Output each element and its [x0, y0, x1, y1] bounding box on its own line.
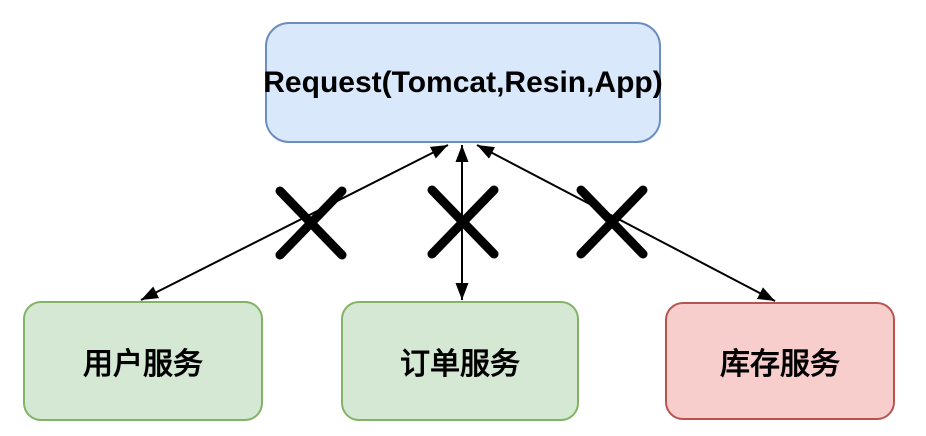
node-order-service: 订单服务 [341, 301, 579, 421]
x-mark-inventory-service-edge [576, 185, 648, 259]
edge-request-to-user-service [140, 144, 449, 301]
node-order-service-label: 订单服务 [400, 348, 520, 381]
x-mark-order-service-edge [427, 185, 499, 259]
node-user-service-label: 用户服务 [83, 348, 203, 381]
node-inventory-service-label: 库存服务 [720, 348, 840, 381]
node-request: Request(Tomcat,Resin,App) [263, 22, 663, 143]
edge-request-to-inventory-service [476, 144, 776, 302]
node-user-service: 用户服务 [23, 301, 263, 421]
x-mark-user-service-edge [275, 186, 347, 260]
node-inventory-service: 库存服务 [665, 302, 895, 420]
node-request-label: Request(Tomcat,Resin,App) [263, 65, 663, 99]
